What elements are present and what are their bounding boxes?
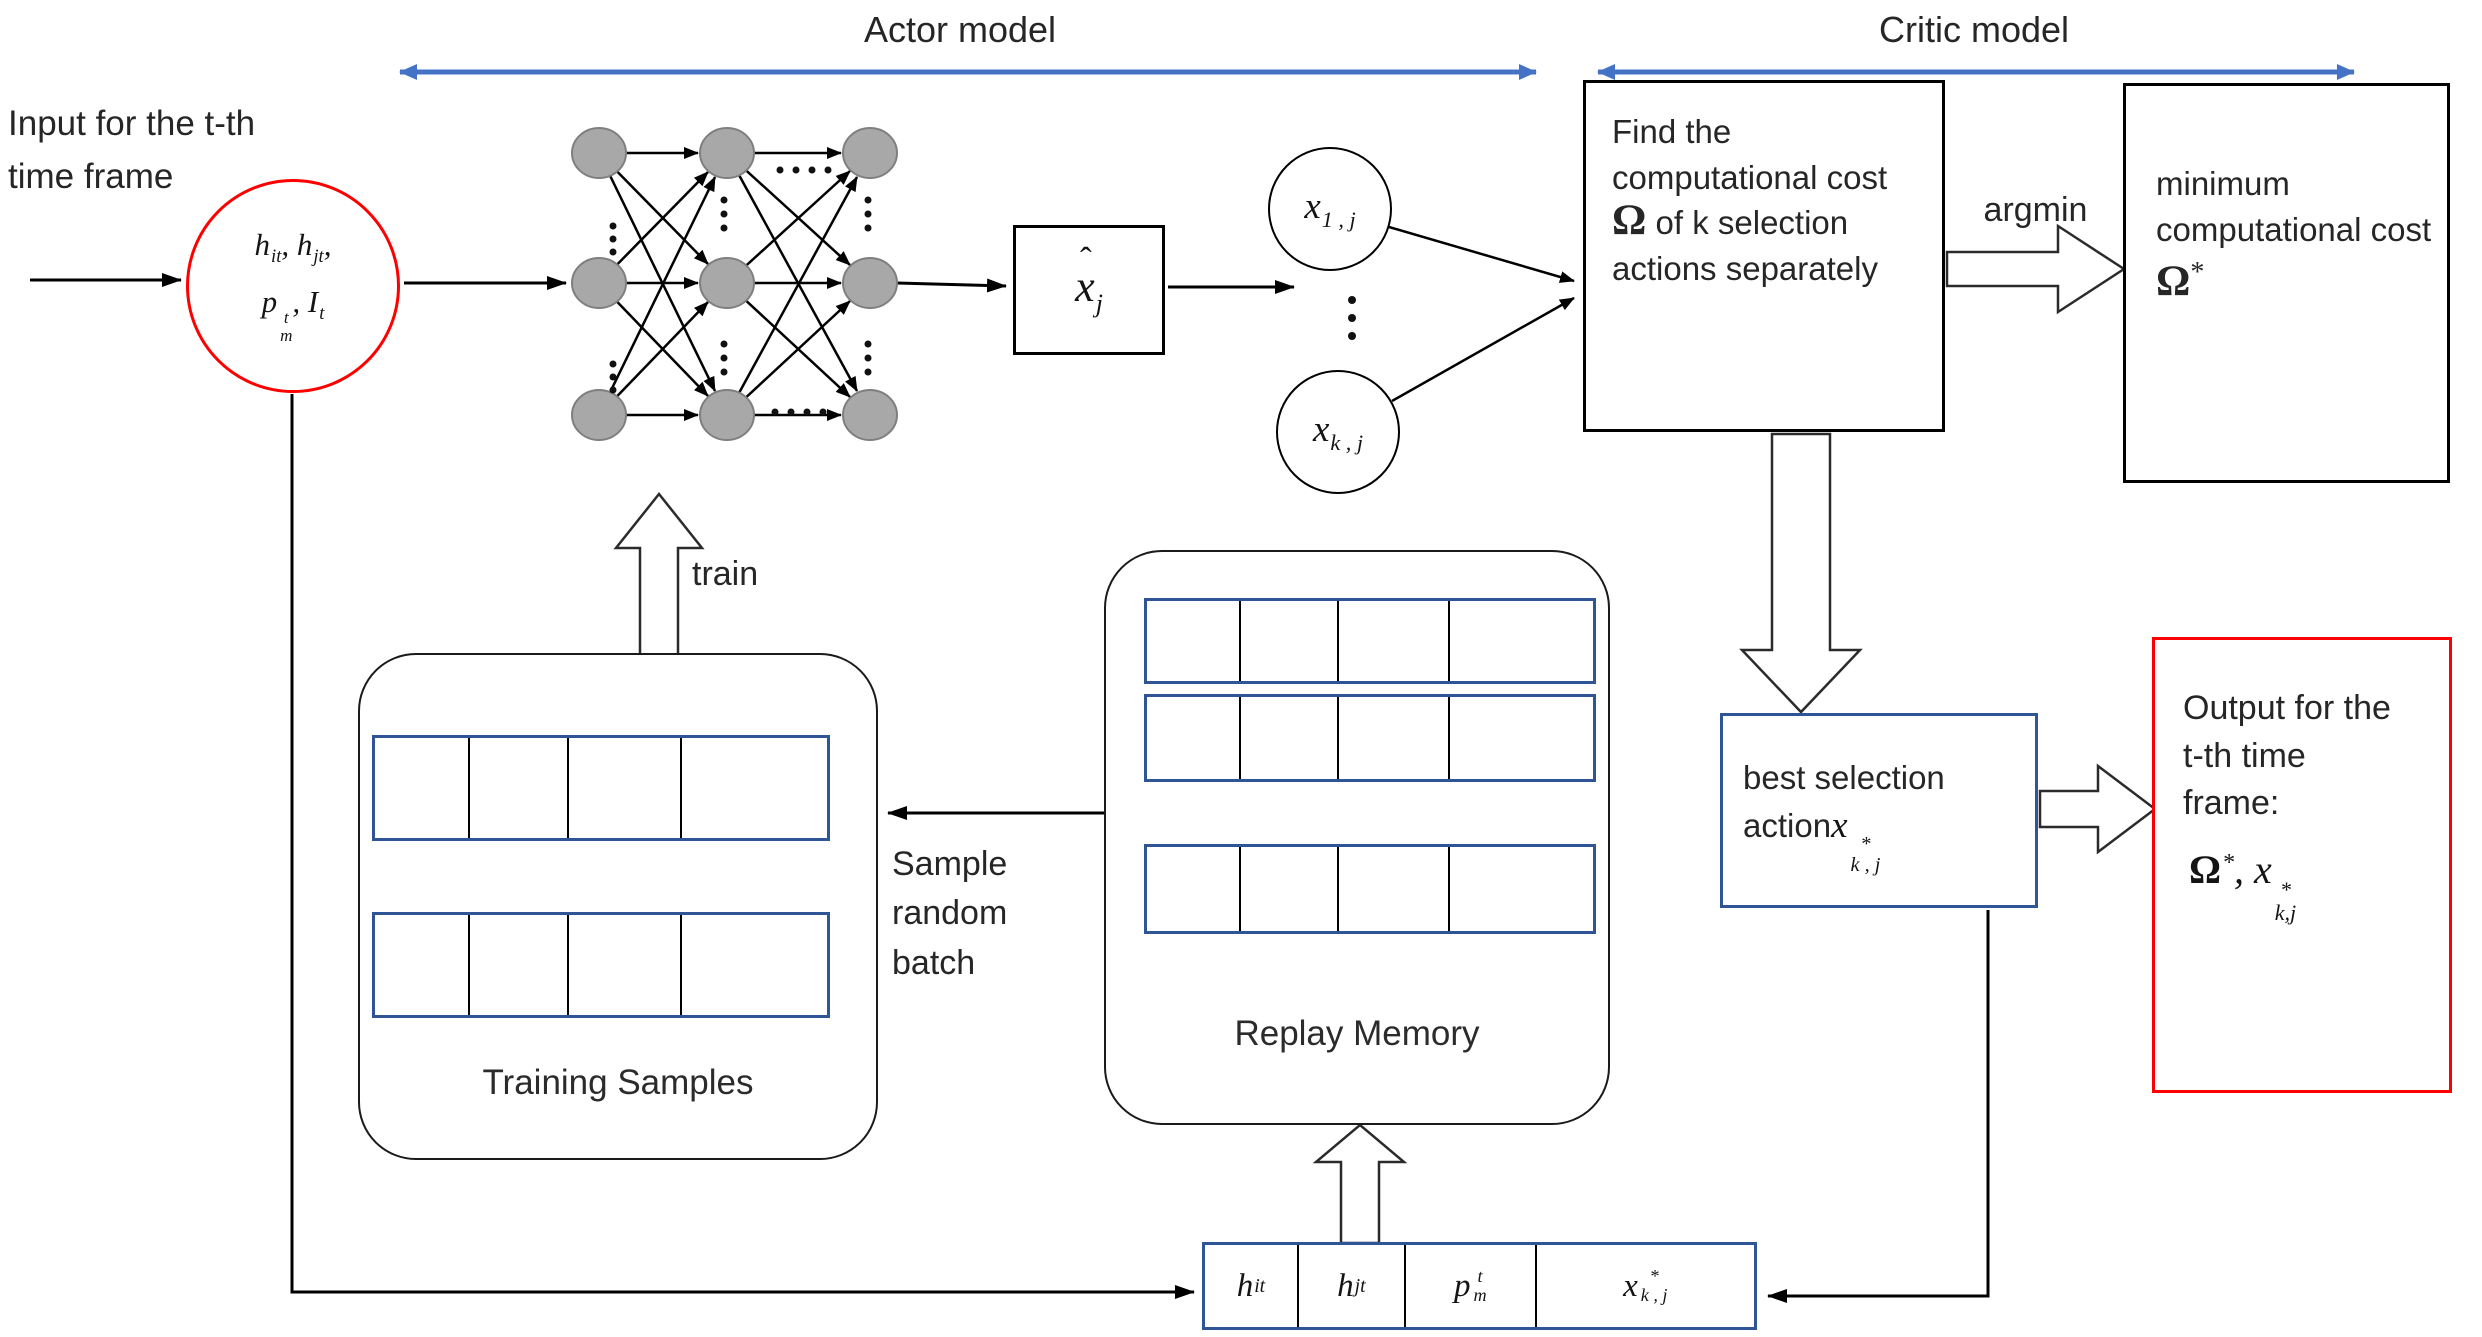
actions-to-critic-arrows	[1388, 225, 1575, 403]
replay-row-2-cell-1	[1147, 697, 1241, 779]
replay-row-1-cell-2	[1241, 601, 1339, 681]
output-box: Output for the t-th time frame: Ω*, x*k,…	[2152, 637, 2452, 1093]
table-to-replay-arrow	[1312, 1123, 1408, 1245]
action-circle-bottom-math: xk , j	[1312, 409, 1364, 455]
best-to-output-arrow	[2038, 763, 2158, 855]
train-arrow	[613, 491, 705, 657]
replay-row-2	[1144, 694, 1596, 782]
experience-cell-xkj: x*k , j	[1623, 1265, 1668, 1305]
training-row-1-cell-2	[470, 738, 570, 838]
critic-model-label: Critic model	[1878, 9, 2070, 50]
training-row-2-cell-4	[682, 915, 827, 1015]
replay-row-3-cell-4	[1450, 847, 1593, 931]
replay-row-2-cell-2	[1241, 697, 1339, 779]
min-cost-box: minimum computational cost Ω*	[2123, 83, 2450, 483]
train-label: train	[692, 555, 759, 593]
training-row-1-cell-3	[569, 738, 683, 838]
replay-row-1-cell-4	[1450, 601, 1593, 681]
omega-star-symbol: Ω	[2156, 258, 2191, 306]
output-math: Ω*, x*k,j	[2189, 846, 2297, 926]
replay-memory-box: Replay Memory	[1104, 550, 1610, 1125]
training-row-2-cell-1	[375, 915, 470, 1015]
neural-network	[571, 127, 898, 441]
replay-memory-label: Replay Memory	[1234, 1014, 1480, 1053]
training-samples-label: Training Samples	[482, 1063, 754, 1102]
replay-row-2-cell-3	[1339, 697, 1451, 779]
best-action-to-table-line	[1767, 910, 1990, 1303]
omega-symbol: Ω	[1612, 197, 1647, 245]
training-row-1-cell-4	[682, 738, 827, 838]
argmin-arrow	[1945, 223, 2127, 315]
omega-star-sup: *	[2190, 257, 2205, 289]
critic-down-arrow	[1739, 432, 1863, 714]
argmin-label: argmin	[1983, 191, 2088, 229]
action-circle-bottom: xk , j	[1276, 370, 1400, 494]
replay-row-1	[1144, 598, 1596, 684]
min-cost-text: minimum computational cost	[2156, 165, 2432, 249]
critic-cost-box: Find the computational cost Ω of k selec…	[1583, 80, 1945, 432]
training-row-2-cell-3	[569, 915, 683, 1015]
network-to-xhat-arrow	[896, 278, 1007, 293]
replay-row-2-cell-4	[1450, 697, 1593, 779]
output-caption: Output for the t-th time frame:	[2183, 689, 2391, 823]
training-row-1-cell-1	[375, 738, 470, 838]
replay-row-1-cell-1	[1147, 601, 1241, 681]
input-state-line1: hit, hjt,	[254, 227, 332, 268]
training-samples-box: Training Samples	[358, 653, 878, 1160]
input-to-table-feedback-line	[290, 394, 1195, 1299]
training-row-1	[372, 735, 830, 841]
replay-row-3-cell-2	[1241, 847, 1339, 931]
critic-cost-text-before: Find the computational cost	[1612, 113, 1888, 196]
training-row-2	[372, 912, 830, 1018]
best-action-math: x*k , j	[1831, 804, 1881, 877]
replay-row-3-cell-3	[1339, 847, 1451, 931]
sample-random-batch-label: Sample random batch	[892, 845, 1008, 982]
action-circle-top: x1 , j	[1268, 147, 1392, 271]
replay-row-3-cell-1	[1147, 847, 1241, 931]
replay-row-1-cell-3	[1339, 601, 1451, 681]
actor-model-label: Actor model	[863, 9, 1057, 50]
best-action-box: best selection actionx*k , j	[1720, 713, 2038, 908]
network-nodes	[571, 127, 898, 441]
action-circle-top-math: x1 , j	[1304, 186, 1356, 232]
critic-cost-text-after: of k selection actions separately	[1612, 204, 1878, 287]
input-caption: Input for the t-th time frame	[8, 104, 256, 196]
training-row-2-cell-2	[470, 915, 570, 1015]
best-action-label: best selection action	[1743, 759, 1945, 844]
replay-row-3	[1144, 844, 1596, 934]
